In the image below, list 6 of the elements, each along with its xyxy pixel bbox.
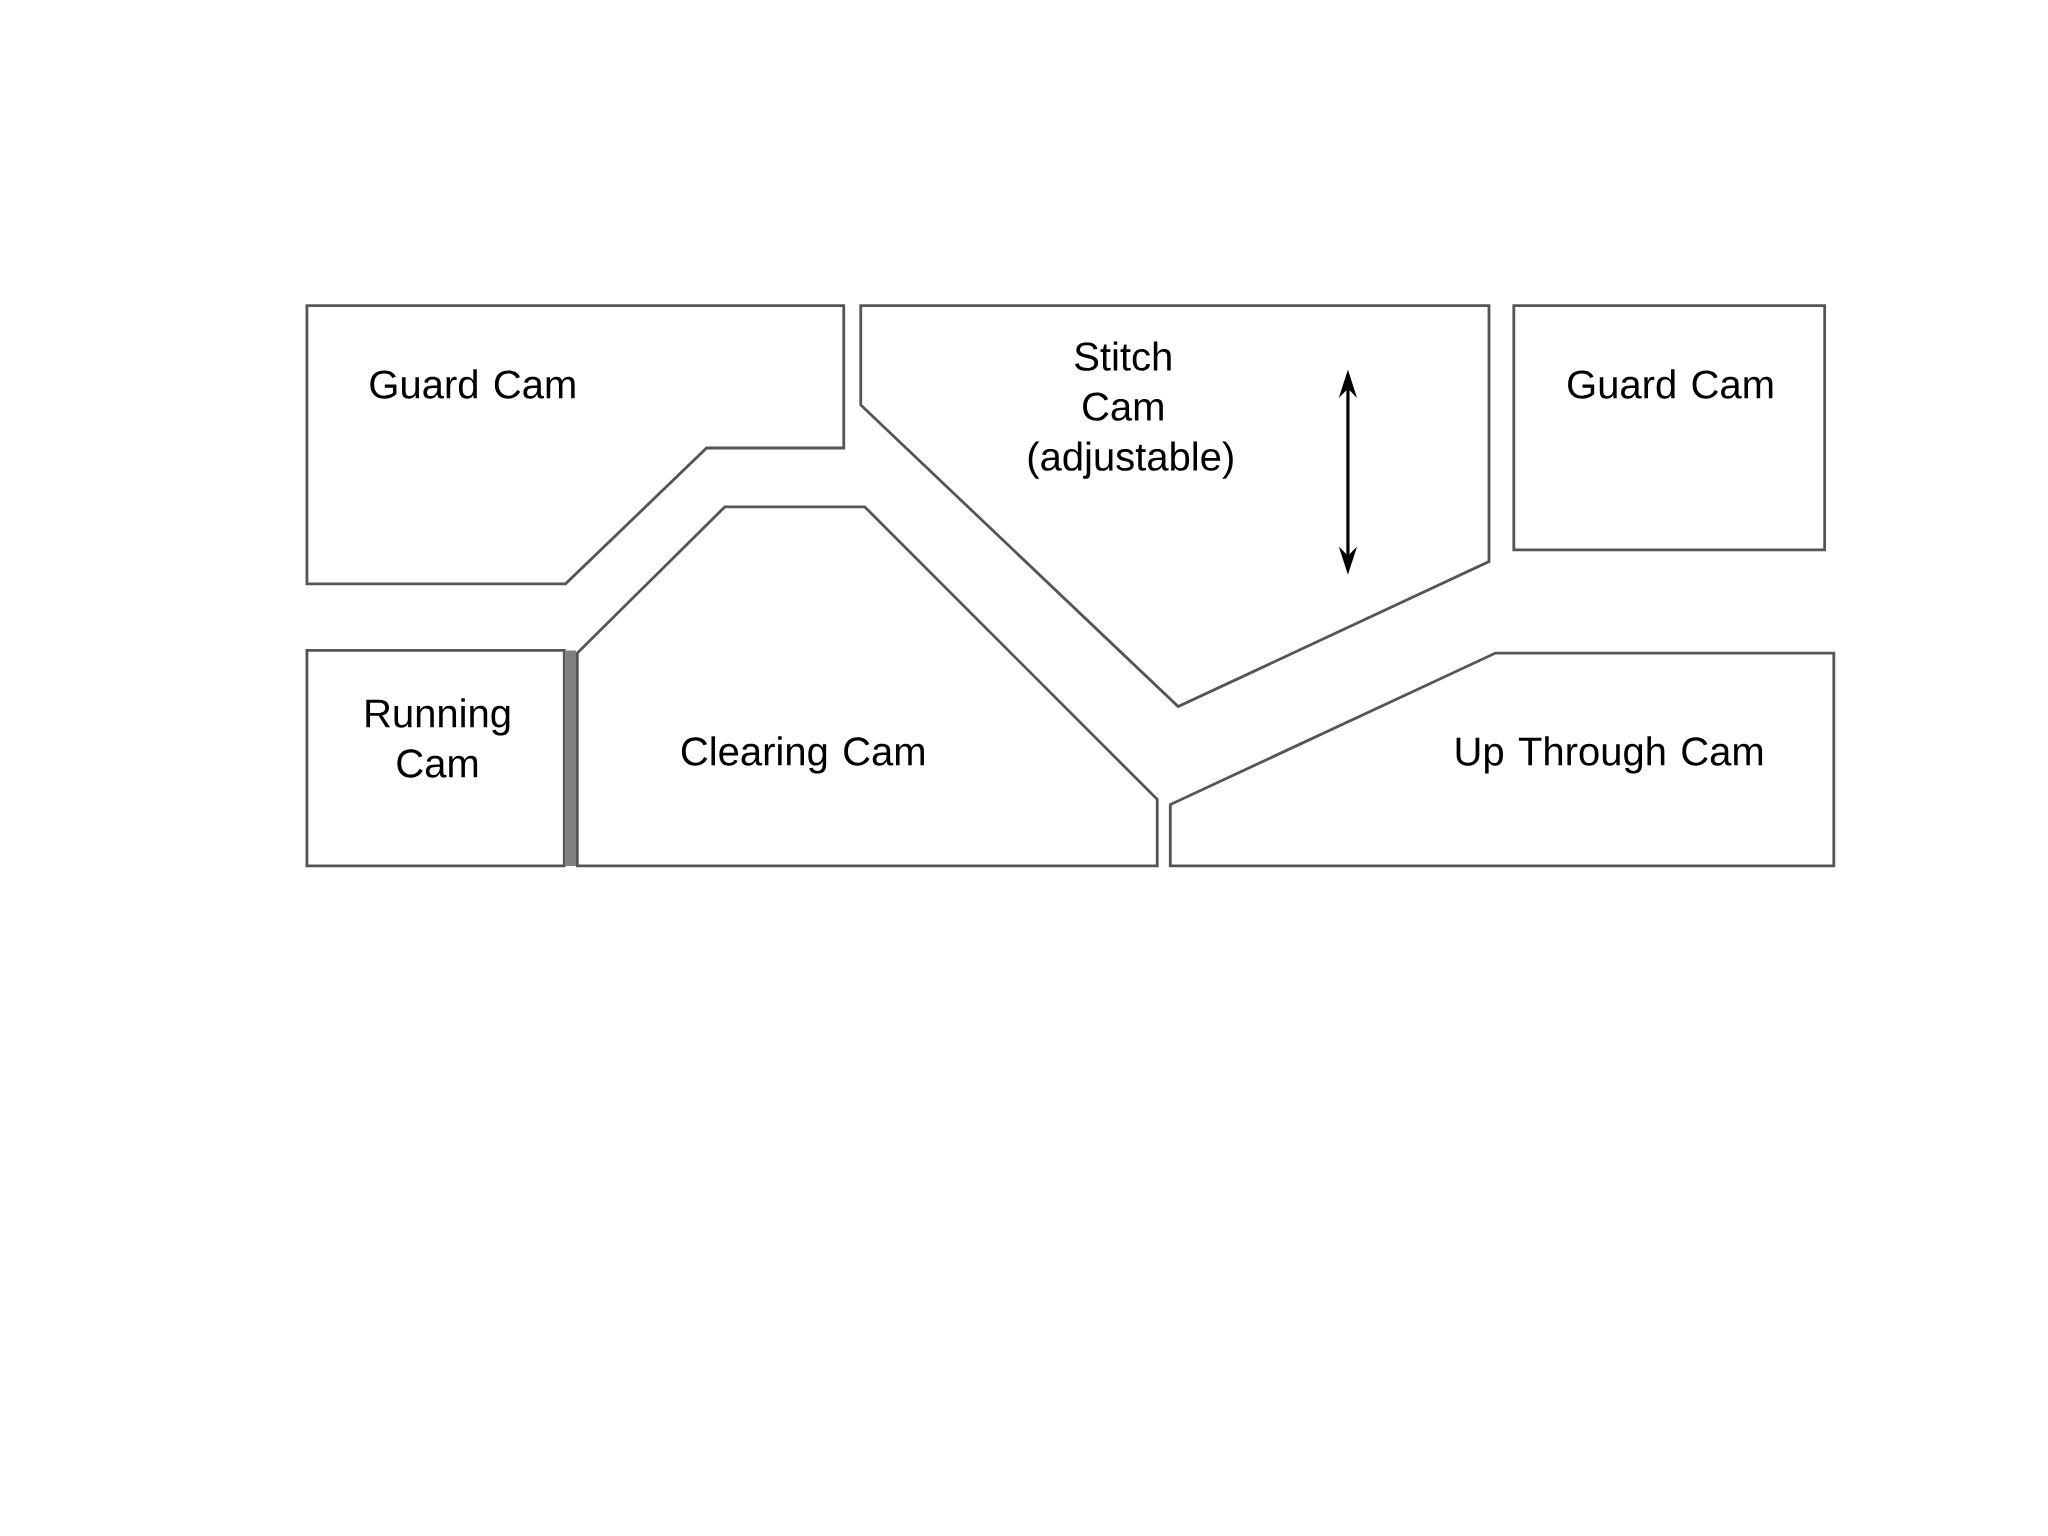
cam-plate: Stitch Cam (adjustable) <box>859 304 1491 709</box>
cam-plate: Up Through Cam <box>1168 651 1836 868</box>
cam-plate: Guard Cam <box>1512 304 1827 552</box>
cam-plate: Guard Cam <box>305 304 846 586</box>
cam-plate: Running Cam <box>305 649 566 868</box>
cam-plate: Clearing Cam <box>575 505 1159 868</box>
